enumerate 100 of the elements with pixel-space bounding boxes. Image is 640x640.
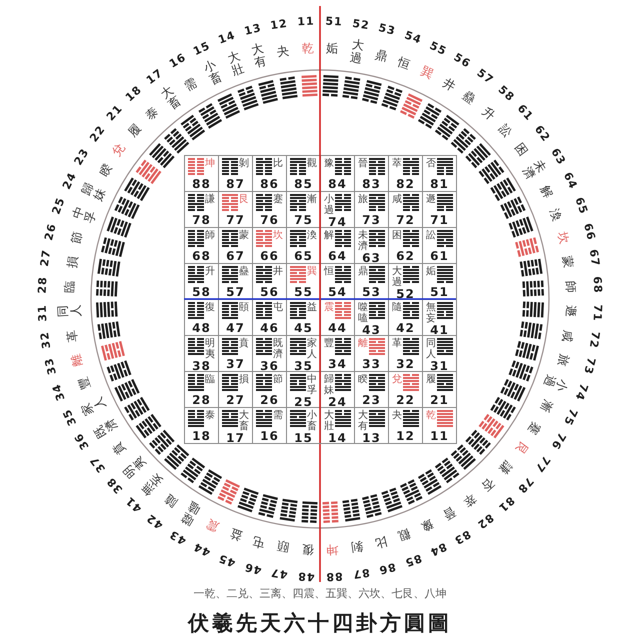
hexagram-name: 頤	[239, 302, 249, 313]
hexagram-number: 11	[297, 16, 316, 29]
hexagram-name: 大有	[358, 410, 368, 432]
hexagram-number: 43	[167, 526, 188, 546]
hexagram-name: 損	[239, 374, 249, 385]
hexagram-name: 謙	[205, 194, 215, 205]
hexagram-number: 84	[328, 178, 347, 191]
hexagram-number: 74	[572, 382, 590, 402]
hexagram-number: 16	[260, 430, 279, 443]
hexagram-number: 78	[192, 214, 211, 227]
hexagram-name: 革	[392, 338, 402, 349]
hexagram-name: 無妄	[426, 302, 436, 324]
hexagram-name: 履	[426, 374, 436, 385]
hexagram-number: 28	[192, 394, 211, 407]
hexagram-name: 兌	[110, 141, 128, 159]
hexagram-name: 損	[65, 255, 80, 270]
hexagram-number: 74	[328, 216, 347, 229]
hexagram-name: 震	[324, 302, 334, 313]
hexagram-number: 25	[294, 396, 313, 409]
hexagram-number: 63	[548, 146, 568, 168]
hexagram-name: 艮	[512, 439, 530, 457]
hexagram-name: 蠱	[239, 266, 249, 277]
hexagram-name: 乾	[301, 42, 314, 56]
hexagram-name: 姤	[326, 42, 339, 56]
hexagram-name: 大壯	[324, 410, 334, 432]
hexagram-number: 44	[328, 322, 347, 335]
hexagram-cell	[422, 155, 457, 192]
hexagram-number: 52	[396, 288, 415, 301]
hexagram-name: 歸妹	[80, 181, 108, 204]
hexagram-name: 剝	[350, 538, 364, 554]
hexagram-number: 66	[260, 250, 279, 263]
hexagram-number: 72	[586, 330, 602, 350]
hexagram-cell	[218, 407, 253, 444]
hexagram-number: 83	[452, 526, 473, 546]
hexagram-name: 困	[392, 230, 402, 241]
hexagram-number: 57	[474, 66, 496, 86]
hexagram-number: 22	[396, 394, 415, 407]
hexagram-number: 54	[328, 286, 347, 299]
hexagram-name: 井	[440, 76, 458, 94]
hexagram-name: 觀	[396, 526, 412, 543]
hexagram-cell	[422, 407, 457, 444]
hexagram-number: 45	[294, 322, 313, 335]
hexagram-number: 34	[328, 358, 347, 371]
hexagram-number: 82	[474, 512, 496, 532]
hexagram-name: 兌	[392, 374, 402, 385]
title: 伏羲先天六十四卦方圓圖	[186, 610, 453, 636]
hexagram-number: 62	[532, 123, 552, 144]
hexagram-name: 大過	[348, 38, 365, 66]
hexagram-name: 需	[182, 76, 200, 94]
hexagram-cell	[388, 407, 423, 444]
hexagram-name: 咸	[560, 328, 575, 343]
hexagram-name: 賁	[239, 338, 249, 349]
hexagram-name: 漸	[537, 398, 554, 414]
hexagram-number: 22	[88, 123, 108, 144]
hexagram-number: 56	[452, 52, 473, 71]
hexagram-name: 豐	[76, 375, 93, 392]
hexagram-number: 27	[226, 394, 245, 407]
hexagram-name: 屯	[252, 534, 267, 550]
hexagram-name: 小畜	[307, 410, 317, 432]
hexagram-name: 萃	[392, 158, 402, 169]
hexagram-name: 萃	[460, 490, 478, 509]
hexagram-number: 46	[260, 322, 279, 335]
trigram-key: 一乾、二兑、三离、四震、五巽、六坎、七艮、八坤	[194, 588, 446, 600]
hexagram-number: 17	[144, 66, 166, 86]
hexagram-name: 遯	[426, 194, 436, 205]
hexagram-name: 咸	[392, 194, 402, 205]
hexagram-number: 15	[294, 432, 313, 445]
hexagram-number: 12	[270, 18, 289, 32]
hexagram-name: 既濟	[91, 416, 120, 440]
hexagram-number: 71	[590, 304, 604, 322]
hexagram-number: 87	[351, 566, 370, 580]
hexagram-name: 坎	[273, 230, 283, 241]
hexagram-number: 73	[580, 356, 597, 376]
hexagram-number: 51	[430, 286, 449, 299]
hexagram-name: 巽	[418, 64, 436, 82]
hexagram-name: 晉	[440, 504, 458, 522]
hexagram-number: 48	[192, 322, 211, 335]
hexagram-name: 未濟	[520, 158, 549, 182]
hexagram-name: 乾	[426, 410, 436, 421]
hexagram-name: 家人	[307, 338, 317, 360]
hexagram-number: 85	[403, 551, 424, 568]
hexagram-name: 蹇	[526, 418, 544, 436]
hexagram-name: 革	[65, 328, 80, 343]
hexagram-number: 48	[297, 569, 316, 582]
hexagram-number: 54	[403, 30, 424, 47]
hexagram-name: 比	[373, 534, 388, 550]
hexagram-number: 31	[430, 360, 449, 373]
hexagram-name: 震	[204, 516, 222, 534]
hexagram-name: 益	[307, 302, 317, 313]
hexagram-number: 27	[38, 248, 54, 268]
hexagram-number: 81	[496, 494, 516, 514]
hexagram-number: 15	[191, 39, 212, 58]
hexagram-name: 渙	[547, 206, 564, 223]
hexagram-number: 73	[362, 214, 381, 227]
hexagram-number: 82	[396, 178, 415, 191]
hexagram-name: 剝	[239, 158, 249, 169]
hexagram-name: 大有	[250, 42, 268, 71]
hexagram-number: 23	[72, 146, 92, 168]
hexagram-number: 37	[88, 453, 108, 475]
hexagram-number: 11	[430, 430, 449, 443]
